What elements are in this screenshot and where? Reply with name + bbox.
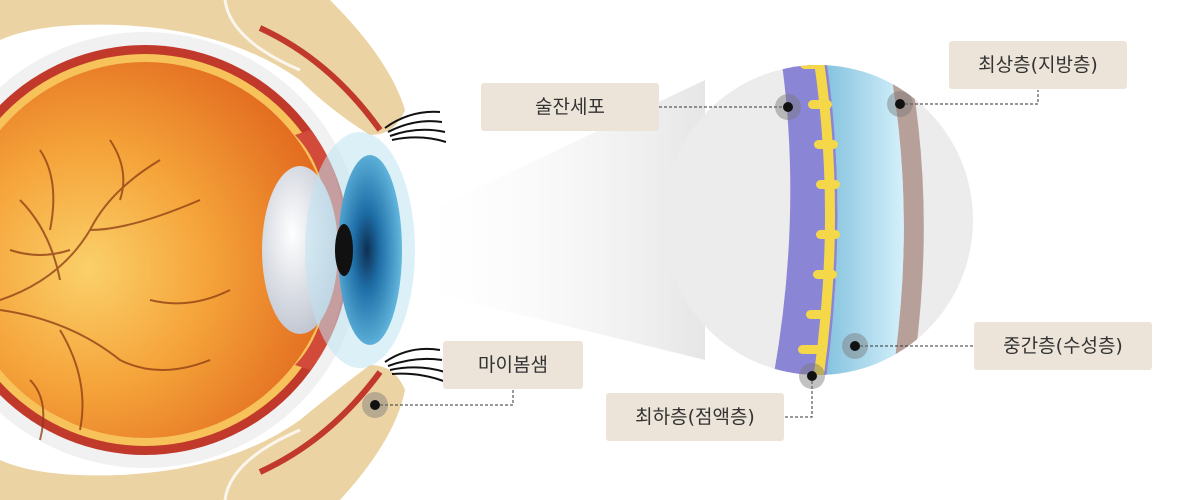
marker-goblet xyxy=(775,94,801,120)
marker-aqueous xyxy=(842,333,868,359)
lower-eyelid xyxy=(0,365,405,500)
goblet-cells xyxy=(798,65,840,354)
label-lipid-layer: 최상층(지방층) xyxy=(949,41,1127,89)
lipid-layer-band xyxy=(880,65,924,375)
leader-meibom xyxy=(375,389,514,406)
lower-eyelashes-icon xyxy=(384,347,447,383)
eyeball-interior xyxy=(0,62,333,438)
pupil xyxy=(335,224,353,276)
marker-lipid xyxy=(887,91,913,117)
label-mucin-layer: 최하층(점액층) xyxy=(606,393,784,441)
label-goblet-cells: 술잔세포 xyxy=(481,83,659,131)
upper-eyelashes-icon xyxy=(384,110,447,143)
iris xyxy=(338,155,402,345)
marker-mucin xyxy=(799,363,825,389)
leader-mucin xyxy=(784,376,813,418)
zoom-cone xyxy=(420,80,705,360)
label-aqueous-layer: 중간층(수성층) xyxy=(974,322,1152,370)
mucin-layer-band xyxy=(765,65,838,375)
aqueous-layer-band xyxy=(820,65,904,375)
blood-vessels xyxy=(0,139,231,441)
label-meibomian-gland: 마이봄샘 xyxy=(443,341,583,389)
marker-meibom xyxy=(362,392,388,418)
upper-eyelid xyxy=(0,0,405,135)
leader-lipid xyxy=(900,90,1039,105)
goblet-cell-line xyxy=(807,65,835,375)
